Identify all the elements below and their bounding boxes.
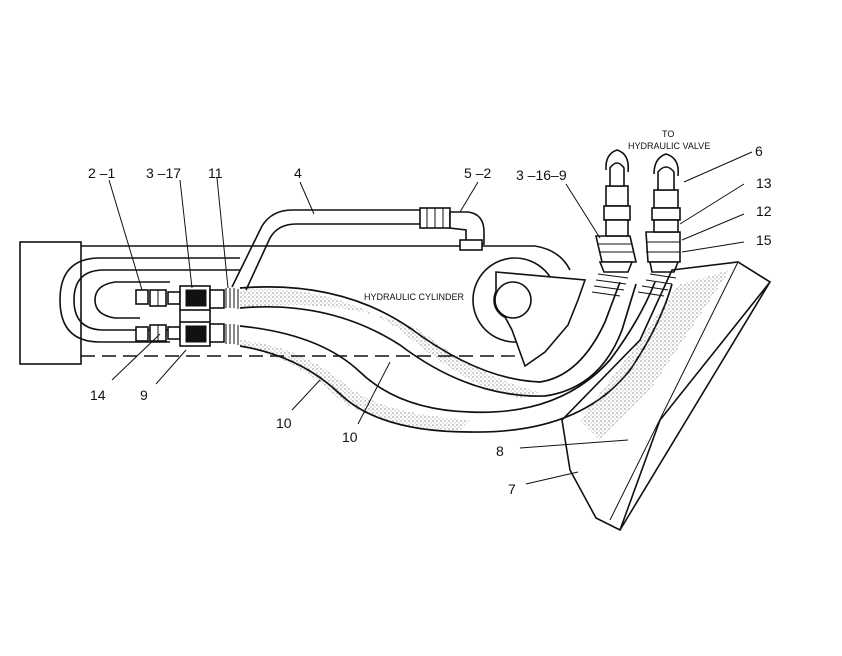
hydraulic-cylinder-text: HYDRAULIC CYLINDER	[364, 292, 465, 302]
coupler-3-17	[179, 285, 225, 311]
hose-to-valve-right	[651, 153, 681, 233]
to-valve-line1: TO	[662, 129, 674, 139]
tube-4	[231, 207, 451, 291]
label-13: 13	[756, 175, 772, 191]
label-9: 9	[140, 387, 148, 403]
hydraulic-cylinder-body	[81, 245, 587, 368]
label-12: 12	[756, 203, 772, 219]
cylinder-u-tube	[59, 257, 240, 343]
label-2-1: 2 –1	[88, 165, 115, 181]
hose-end-11	[225, 288, 239, 345]
hose-10-upper	[239, 281, 637, 398]
label-10-right: 10	[342, 429, 358, 445]
coupler-9	[179, 310, 225, 347]
bucket-plate	[561, 261, 772, 532]
hose-to-valve-left	[603, 149, 631, 237]
label-6: 6	[755, 143, 763, 159]
fitting-3-16-9	[594, 235, 638, 273]
to-valve-line2: HYDRAULIC VALVE	[628, 141, 710, 151]
fitting-12-15	[645, 231, 681, 273]
hose-ends-threads	[591, 273, 677, 297]
label-14: 14	[90, 387, 106, 403]
label-7: 7	[508, 481, 516, 497]
fitting-14	[135, 324, 181, 342]
fitting-2-1	[135, 289, 181, 307]
label-3-17: 3 –17	[146, 165, 181, 181]
annotations: HYDRAULIC CYLINDER TO HYDRAULIC VALVE	[364, 129, 710, 302]
leader-lines	[108, 151, 753, 485]
elbow-fitting-5-2	[449, 211, 485, 251]
label-5-2: 5 –2	[464, 165, 491, 181]
label-3-16-9: 3 –16–9	[516, 167, 567, 183]
label-8: 8	[496, 443, 504, 459]
label-4: 4	[294, 165, 302, 181]
label-15: 15	[756, 232, 772, 248]
label-10-left: 10	[276, 415, 292, 431]
label-11: 11	[208, 165, 223, 181]
cylinder-end-block	[19, 241, 82, 365]
part-labels: 2 –1 3 –17 11 4 5 –2 3 –16–9 6 13 12 15 …	[88, 143, 772, 497]
